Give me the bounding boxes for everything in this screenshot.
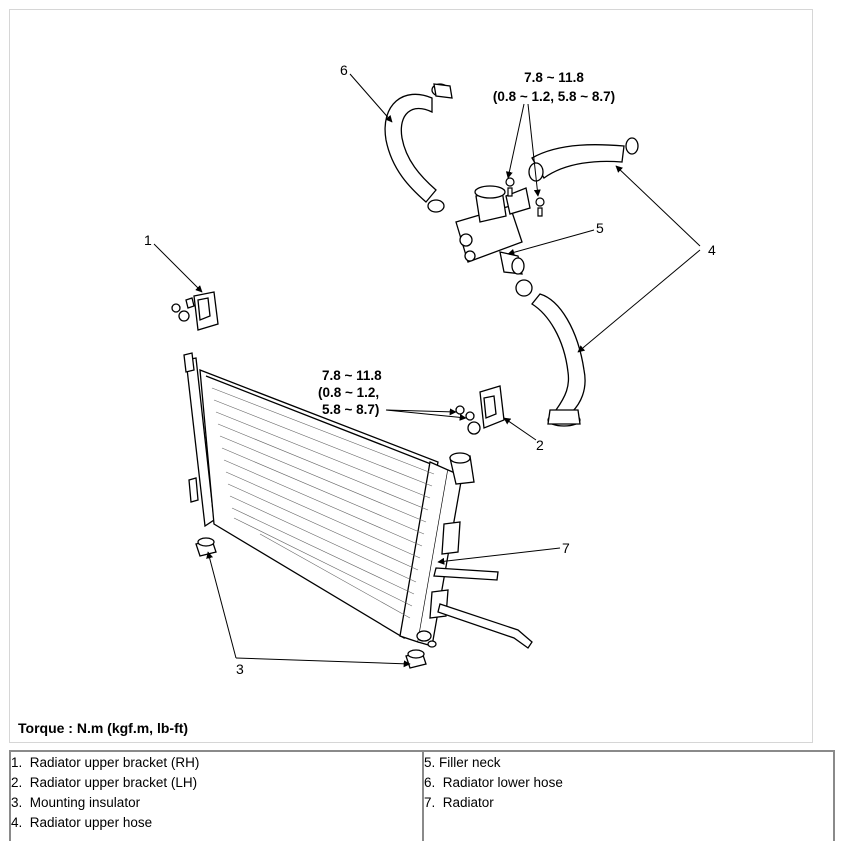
legend-item: 4. Radiator upper hose [11, 815, 153, 830]
torque-spec-mid-line3: 5.8 ~ 8.7) [322, 402, 379, 417]
legend-item: 1. Radiator upper bracket (RH) [11, 755, 200, 770]
radiator-part [183, 352, 533, 649]
legend-item: 2. Radiator upper bracket (LH) [11, 775, 198, 790]
callout-5: 5 [596, 220, 604, 236]
legend-item: 7. Radiator [424, 795, 494, 810]
callout-4: 4 [708, 242, 716, 258]
radiator-upper-hose-part [515, 137, 639, 427]
torque-spec-mid-line1: 7.8 ~ 11.8 [322, 368, 382, 383]
torque-unit-note: Torque : N.m (kgf.m, lb-ft) [18, 720, 189, 736]
radiator-lower-hose-part [384, 83, 453, 213]
parts-legend: 1. Radiator upper bracket (RH) 2. Radiat… [9, 750, 835, 841]
torque-spec-filler-neck: 7.8 ~ 11.8 (0.8 ~ 1.2, 5.8 ~ 8.7) [493, 70, 615, 104]
upper-bracket-lh-part [455, 385, 505, 435]
callout-1: 1 [144, 232, 152, 248]
radiator-core-fins [211, 387, 435, 619]
upper-bracket-rh-part [171, 291, 219, 331]
callout-2: 2 [536, 437, 544, 453]
leader-lines [153, 73, 701, 668]
filler-neck-bolts [505, 177, 545, 217]
callout-6: 6 [340, 62, 348, 78]
filler-neck-part [455, 185, 531, 275]
torque-spec-bracket: 7.8 ~ 11.8 (0.8 ~ 1.2, 5.8 ~ 8.7) [318, 368, 382, 417]
legend-item: 5. Filler neck [424, 755, 501, 770]
legend-column-right: 5. Filler neck 6. Radiator lower hose 7.… [422, 752, 833, 841]
exploded-diagram: 1 2 3 4 5 6 7 7.8 ~ 11.8 (0.8 ~ 1.2, 5.8… [144, 62, 716, 677]
torque-spec-top-line2: (0.8 ~ 1.2, 5.8 ~ 8.7) [493, 89, 615, 104]
torque-spec-top-line1: 7.8 ~ 11.8 [524, 70, 584, 85]
legend-item: 3. Mounting insulator [11, 795, 141, 810]
legend-column-left: 1. Radiator upper bracket (RH) 2. Radiat… [11, 752, 422, 841]
callout-7: 7 [562, 540, 570, 556]
torque-spec-mid-line2: (0.8 ~ 1.2, [318, 385, 379, 400]
callout-3: 3 [236, 661, 244, 677]
legend-item: 6. Radiator lower hose [424, 775, 563, 790]
